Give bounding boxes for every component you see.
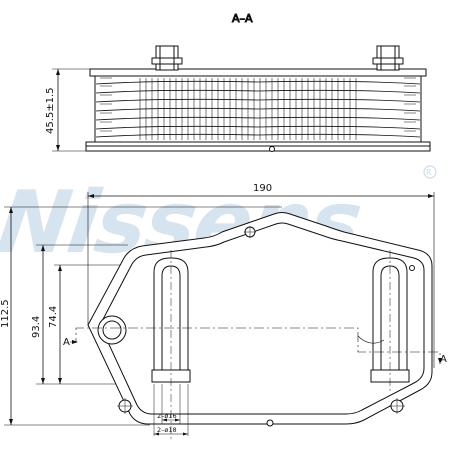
left-fitting [151, 45, 183, 71]
section-title: A–A [232, 12, 253, 25]
mount-hole-bottom-left [117, 398, 133, 414]
outer-pipe-callout: 2–ø18 [157, 426, 177, 434]
mount-hole-bottom-right [389, 398, 405, 414]
mount-hole-top [244, 226, 256, 238]
hole-span-dimension: 93.4 [31, 316, 42, 338]
overall-height-dimension: 112.5 [0, 299, 11, 328]
width-dimension: 190 [253, 183, 272, 194]
left-pipe [151, 250, 191, 440]
inner-pipe-callout: 2–ø16 [157, 412, 177, 420]
section-marker-right: A [440, 354, 447, 365]
right-fitting [372, 45, 404, 71]
fin-hatching [139, 78, 357, 140]
right-pipe [370, 250, 410, 392]
section-marker-left: A [63, 337, 70, 348]
svg-text:R: R [426, 168, 432, 177]
fin-stack [95, 80, 421, 138]
section-view: A–A [52, 12, 431, 152]
mount-hole-left [97, 315, 127, 345]
pipe-span-dimension: 74.4 [48, 306, 59, 328]
section-height-dimension: 45.5±1.5 [45, 87, 56, 134]
plan-view [4, 192, 442, 440]
